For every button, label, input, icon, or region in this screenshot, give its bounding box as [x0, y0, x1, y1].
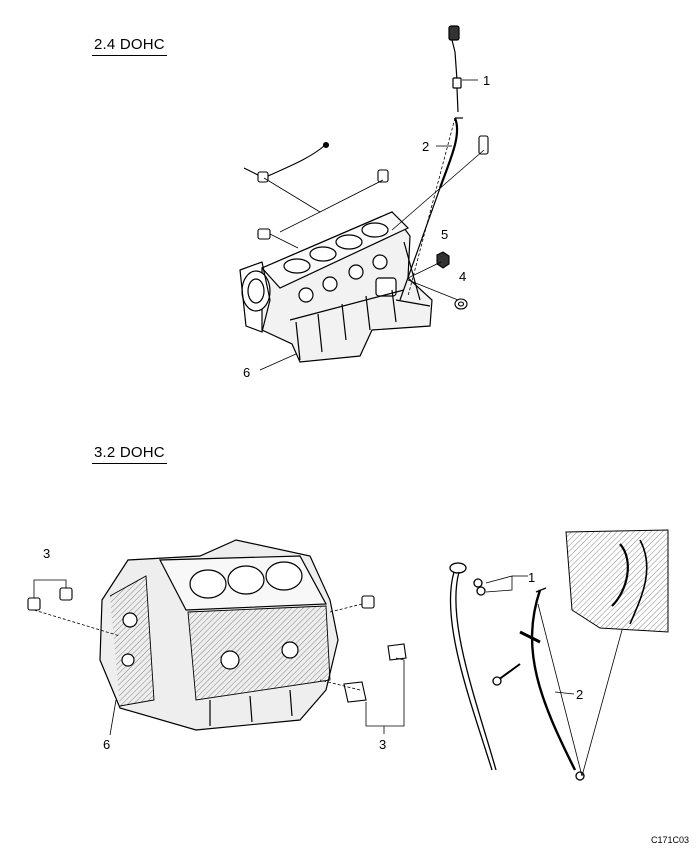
callout-6-bottom: 6: [103, 737, 110, 752]
section-heading-32-dohc: 3.2 DOHC: [92, 444, 167, 464]
heading-text: 3.2 DOHC: [92, 444, 167, 464]
callout-2-top: 2: [422, 139, 429, 154]
callout-3-bottom-right: 3: [379, 737, 386, 752]
callout-5-top: 5: [441, 227, 448, 242]
dipstick-24-illustration: [399, 25, 463, 301]
callout-3-bottom-left: 3: [43, 546, 50, 561]
callout-1-bottom: 1: [528, 570, 535, 585]
heading-text: 2.4 DOHC: [92, 36, 167, 56]
callout-2-bottom: 2: [576, 687, 583, 702]
figure-code: C171C03: [651, 835, 690, 845]
callout-labels: 1 2 5 4 6 3 6 3 1 2: [43, 73, 583, 752]
callout-6-top: 6: [243, 365, 250, 380]
engine-partial-illustration: [565, 529, 669, 633]
engine-block-32-illustration: [99, 539, 339, 731]
callout-4-top: 4: [459, 269, 466, 284]
section-heading-24-dohc: 2.4 DOHC: [92, 36, 167, 56]
engine-block-24-illustration: [239, 211, 433, 363]
dipstick-32-illustration: [449, 562, 585, 781]
leader-lines-32: [33, 575, 623, 777]
callout-1-top: 1: [483, 73, 490, 88]
leader-lines-24: [259, 79, 485, 371]
bolts-plugs-24-illustration: [243, 135, 489, 310]
